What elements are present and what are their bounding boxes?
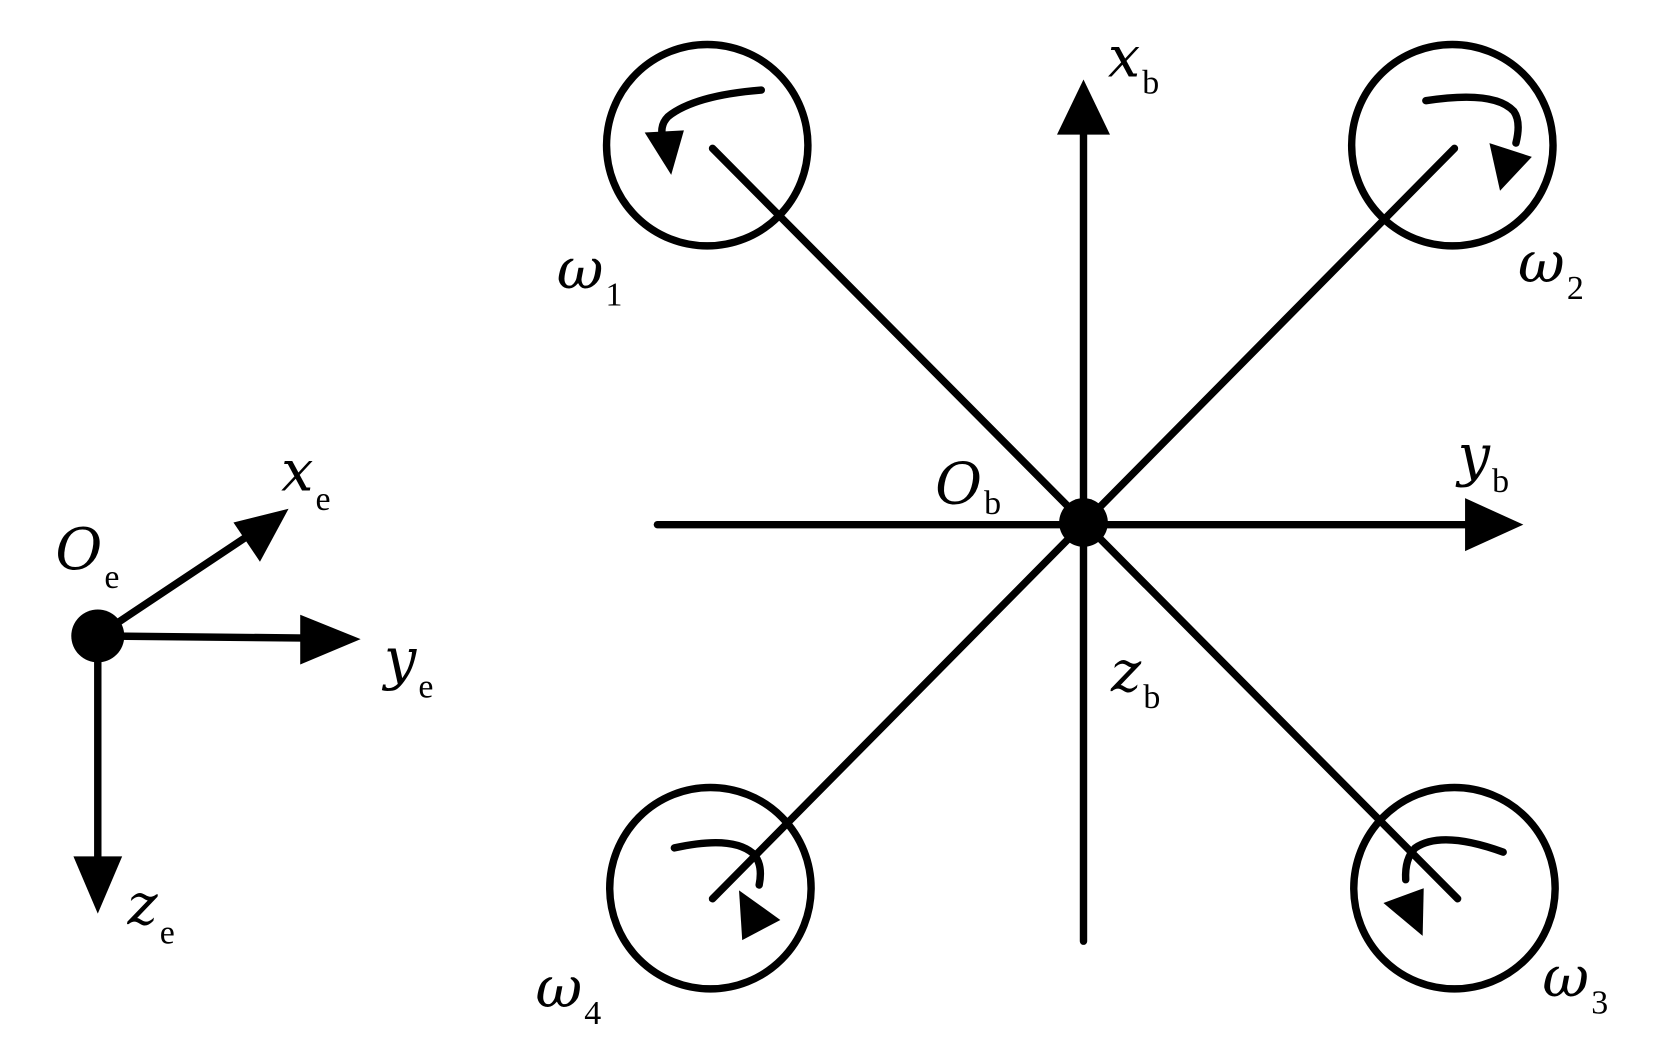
rotor-1-arrowhead-icon [644, 130, 684, 175]
rotor-1-rotation-arrow-icon [658, 86, 765, 142]
rotor-3-label: ω3 [1542, 944, 1608, 1021]
body-frame: Ob xb yb zb [653, 24, 1524, 945]
xe-arrowhead-icon [233, 508, 289, 562]
earth-origin-dot [71, 609, 125, 663]
zb-label: zb [1110, 639, 1160, 716]
ye-axis [94, 632, 312, 642]
xe-axis [94, 534, 248, 640]
rotor-3-circle [1350, 783, 1559, 993]
rotor-4-rotation-arrow-icon [670, 838, 765, 889]
rotor-2-label: ω2 [1518, 230, 1584, 307]
rotor-1: ω1 [557, 40, 812, 313]
ye-label: ye [381, 626, 434, 705]
rotor-1-label: ω1 [557, 236, 623, 313]
body-origin-dot [1059, 498, 1108, 547]
ye-arrowhead-icon [300, 614, 361, 665]
rotor-2-arrowhead-icon [1489, 143, 1532, 191]
ze-label: ze [126, 872, 174, 951]
rotor-2-circle [1347, 40, 1557, 250]
rotor-3: ω3 [1350, 783, 1608, 1021]
rotor-1-circle [602, 40, 812, 250]
earth-frame: Oe xe ye ze [55, 439, 433, 952]
yb-label: yb [1455, 423, 1509, 500]
rotor-4: ω4 [536, 783, 815, 1032]
xe-label: xe [281, 439, 330, 518]
rotor-4-circle [606, 783, 815, 993]
xb-label: xb [1108, 24, 1159, 101]
rotor-3-rotation-arrow-icon [1401, 836, 1507, 884]
ze-arrowhead-icon [73, 856, 123, 914]
rotor-2-rotation-arrow-icon [1422, 93, 1522, 147]
rotor-2: ω2 [1347, 40, 1584, 307]
earth-origin-label: Oe [55, 517, 119, 596]
rotor-3-arrowhead-icon [1383, 888, 1424, 936]
rotor-4-arrowhead-icon [739, 890, 781, 941]
rotor-4-label: ω4 [536, 955, 602, 1032]
yb-arrowhead-icon [1465, 498, 1524, 552]
xb-arrowhead-icon [1056, 79, 1110, 135]
body-origin-label: Ob [935, 451, 1001, 522]
